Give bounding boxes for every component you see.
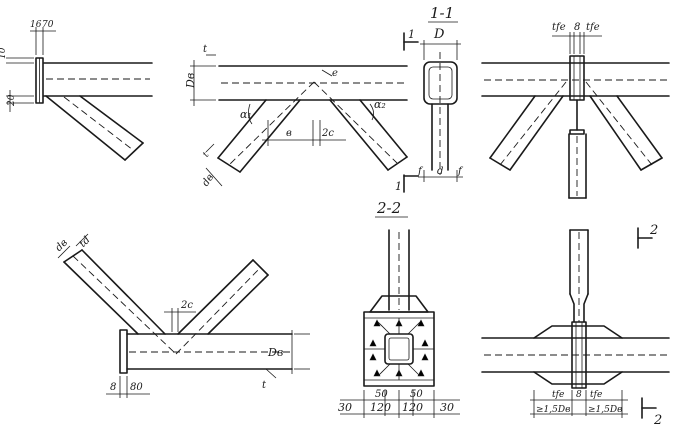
cut-mark-1-top: 1 (408, 28, 415, 41)
cut-mark-2-bottom: 2 (653, 413, 662, 428)
dim-50-right: 50 (410, 389, 423, 400)
dim-8: 8 (574, 22, 580, 33)
dim-2c: 2c (321, 128, 334, 139)
section-1-1-title: 1-1 (430, 4, 454, 22)
cut-mark-1-bottom: 1 (395, 180, 402, 193)
dim-10: 10 (0, 47, 8, 59)
dim-8-2: 8 (576, 390, 582, 400)
dim-70: 70 (42, 20, 54, 30)
dim-1-5Dv-left: ≥1,5Dв (536, 405, 570, 415)
dim-2c-v: 2c (180, 300, 193, 311)
detail-gusset-joint: tfe 8 tfe (481, 22, 670, 199)
dim-td: td (78, 235, 93, 250)
dim-50-left: 50 (375, 389, 388, 400)
dim-d: d (437, 166, 443, 177)
section-1-1: 1-1 D 1 1 f d f (395, 4, 464, 193)
cut-mark-2-top: 2 (649, 223, 658, 238)
dim-Dv: Dв (184, 73, 197, 89)
detail-end-plate-joint: 16 70 10 20 (0, 20, 153, 161)
section-D: D (433, 27, 445, 42)
angle-alpha1: α₁ (240, 108, 252, 121)
dim-dv: dв (200, 172, 216, 188)
dim-f-left: f (417, 166, 424, 177)
dim-16: 16 (30, 20, 42, 30)
dim-30-right: 30 (440, 401, 454, 414)
detail-chord-splice: 2 2 tfe 8 tfe ≥1,5Dв ≥1,5Dв (481, 223, 670, 428)
eccentricity-e: e (332, 68, 338, 79)
dim-30-left: 30 (338, 401, 352, 414)
dim-20: 20 (7, 94, 17, 107)
angle-alpha2: α₂ (374, 98, 386, 111)
dim-f-right: f (457, 166, 464, 177)
detail-k-joint: Dв t e α₁ α₂ в 2c t dв (184, 44, 408, 189)
dim-tfe-right-2: tfe (590, 390, 602, 400)
dim-80: 80 (130, 382, 143, 393)
dim-t-chord: t (262, 380, 267, 391)
dim-1-5Dv-right: ≥1,5Dв (588, 405, 622, 415)
dim-tfe-left-2: tfe (552, 390, 564, 400)
dim-tfe-right: tfe (586, 22, 600, 33)
section-2-2: 2-2 (338, 199, 460, 418)
detail-v-joint: dв td 2c Dв t 8 80 (54, 233, 310, 398)
dim-120-left: 120 (370, 401, 391, 414)
section-2-2-title: 2-2 (376, 199, 401, 217)
dim-t-brace: t (201, 150, 211, 159)
dim-120-right: 120 (402, 401, 423, 414)
dim-Dv-chord: Dв (267, 346, 283, 359)
dim-t: t (203, 44, 208, 55)
dim-v: в (286, 128, 292, 139)
dim-tfe-left: tfe (552, 22, 566, 33)
dim-8-v: 8 (110, 382, 116, 393)
dim-dv-brace: dв (54, 237, 71, 254)
